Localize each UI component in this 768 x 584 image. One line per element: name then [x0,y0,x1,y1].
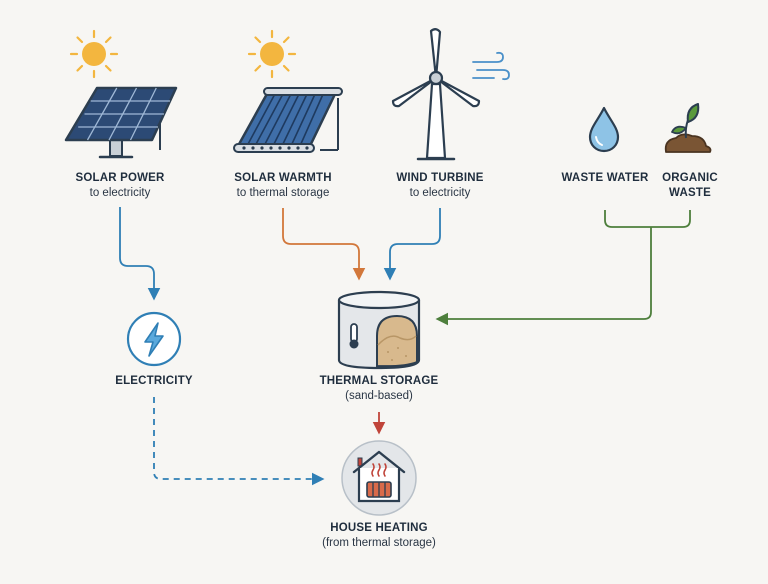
sun-icon [69,29,119,79]
node-title-line1: ORGANIC [662,172,718,184]
node-title: SOLAR WARMTH [234,172,332,184]
water-drop-icon [588,106,620,153]
node-title: ELECTRICITY [115,375,193,387]
solar-panel-icon [64,86,178,159]
sun-icon [247,29,297,79]
node-title: WIND TURBINE [396,172,484,184]
flow-solar-to-electricity [119,207,161,301]
node-title: HOUSE HEATING [330,522,428,534]
node-solar-warmth: SOLAR WARMTH to thermal storage [213,171,353,201]
node-waste-water: WASTE WATER [545,171,665,186]
node-title: THERMAL STORAGE [319,375,439,387]
node-subtitle: (sand-based) [345,390,413,402]
wind-turbine-icon [391,28,481,161]
flow-solar-warmth-to-storage [282,208,366,281]
node-subtitle: to electricity [409,187,471,199]
flow-waste-bracket [604,210,691,228]
flow-wind-to-storage [383,208,441,281]
node-wind-turbine: WIND TURBINE to electricity [376,171,504,201]
node-title: SOLAR POWER [75,172,165,184]
sand-tank-icon [337,290,421,370]
flow-electricity-to-heating [153,397,325,486]
node-subtitle: (from thermal storage) [322,537,436,549]
node-subtitle: to thermal storage [236,187,330,199]
solar-thermal-collector-icon [233,87,343,153]
node-organic-waste: ORGANIC WASTE [650,171,730,201]
node-electricity: ELECTRICITY [94,374,214,389]
node-title: WASTE WATER [561,172,649,184]
node-solar-power: SOLAR POWER to electricity [52,171,188,201]
node-house-heating: HOUSE HEATING (from thermal storage) [289,521,469,551]
sprout-icon [664,103,712,153]
node-thermal-storage: THERMAL STORAGE (sand-based) [299,374,459,404]
wind-gust-icon [472,51,510,81]
lightning-bolt-icon [126,311,182,367]
node-subtitle: to electricity [89,187,151,199]
node-title-line2: WASTE [669,187,711,199]
flow-waste-to-storage [435,227,652,326]
house-radiator-icon [341,440,417,516]
